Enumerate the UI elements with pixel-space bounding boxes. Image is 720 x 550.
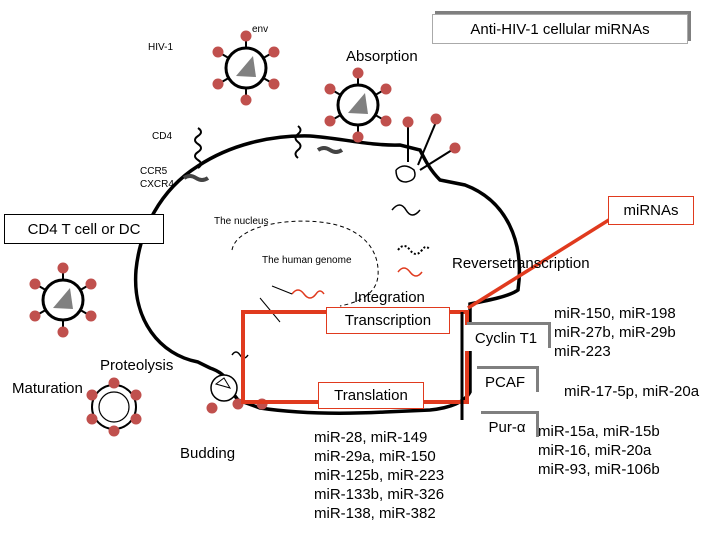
ccr5-receptor (182, 174, 210, 182)
genome-label: The human genome (262, 255, 352, 266)
mirna-line: miR-125b, miR-223 (314, 467, 445, 484)
cxcr4-label: CXCR4 (140, 179, 174, 190)
target-pcaf: PCAF (474, 369, 536, 395)
step-proteolysis: Proteolysis (100, 357, 174, 374)
mirna-line: miR-16, miR-20a (538, 442, 652, 459)
mrna-squiggle (231, 351, 249, 359)
viral-dna-dotted (397, 245, 431, 255)
hiv1-virion (211, 29, 281, 107)
mirna-line: miR-28, miR-149 (314, 429, 428, 446)
step-integration: Integration (354, 289, 425, 306)
mirna-line: miR-93, miR-106b (538, 461, 660, 478)
hiv1-label: HIV-1 (148, 42, 174, 53)
integrated-provirus (291, 289, 325, 299)
mirna-line: miR-150, miR-198 (554, 305, 676, 322)
translation-label: Translation (318, 382, 424, 409)
cd4-receptor (194, 127, 202, 169)
diagram-title: Anti-HIV-1 cellular miRNAs (432, 14, 688, 44)
transcription-label: Transcription (326, 307, 450, 334)
env-label: env (252, 24, 269, 35)
budding-virion (206, 374, 268, 414)
step-maturation: Maturation (12, 380, 83, 397)
translation-mirnas: miR-28, miR-149 miR-29a, miR-150 miR-125… (314, 428, 444, 523)
pcaf-mirnas: miR-17-5p, miR-20a (564, 382, 699, 401)
nucleus-outline (231, 220, 379, 307)
mirna-line: miR-15a, miR-15b (538, 423, 660, 440)
viral-dna-red (397, 267, 423, 277)
mirna-line: miR-223 (554, 343, 611, 360)
cell-type-label: CD4 T cell or DC (4, 214, 164, 244)
ccr5-label: CCR5 (140, 166, 168, 177)
nucleus-label: The nucleus (214, 216, 269, 227)
mirna-line: miR-27b, miR-29b (554, 324, 676, 341)
mature-virion (86, 377, 142, 437)
mirna-connector (467, 216, 613, 310)
ccr5-receptor-2 (316, 146, 344, 154)
target-cyclin-t1: Cyclin T1 (464, 325, 548, 351)
mirna-line: miR-138, miR-382 (314, 505, 436, 522)
cyclin-t1-mirnas: miR-150, miR-198 miR-27b, miR-29b miR-22… (554, 304, 676, 361)
absorption-virion (323, 66, 393, 144)
mirna-line: miR-133b, miR-326 (314, 486, 445, 503)
cd4-receptor-2 (294, 125, 302, 159)
viral-rna (391, 204, 421, 216)
pur-alpha-mirnas: miR-15a, miR-15b miR-16, miR-20a miR-93,… (538, 422, 660, 479)
target-pur-alpha: Pur-α (478, 414, 536, 440)
mirna-line: miR-17-5p, miR-20a (564, 383, 700, 400)
step-reverse-transcription: Reversetranscription (452, 255, 590, 272)
step-absorption: Absorption (346, 48, 418, 65)
mirnas-label: miRNAs (608, 196, 694, 225)
cd4-label: CD4 (152, 131, 173, 142)
step-budding: Budding (180, 445, 236, 462)
genome-pointer (271, 285, 293, 295)
entering-virion (395, 113, 461, 183)
mirna-line: miR-29a, miR-150 (314, 448, 436, 465)
free-virion (28, 261, 98, 339)
